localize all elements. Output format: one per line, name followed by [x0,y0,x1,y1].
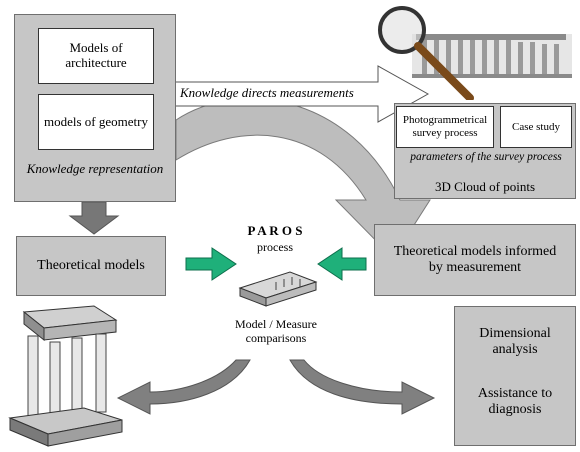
knowledge-representation-caption: Knowledge representation [26,161,164,176]
outputs-box [454,306,576,446]
models-geometry-label: models of geometry [44,113,148,129]
green-arrow-right [185,247,237,281]
magnifying-glass-icon [378,6,426,54]
theoretical-models-box: Theoretical models [16,236,166,296]
survey-parameters-caption: parameters of the survey process [410,151,562,163]
photogrammetrical-box: Photogrammetrical survey process [396,106,494,148]
green-arrow-left [317,247,367,281]
photogrammetrical-label: Photogrammetrical survey process [402,114,488,139]
down-arrow-theoretical [68,201,120,235]
case-study-label: Case study [512,120,560,133]
theoretical-models-label: Theoretical models [37,257,145,273]
model-measure-comparisons: Model / Measure comparisons [235,317,317,345]
curved-arrow-right [289,359,436,415]
curved-arrow-left [116,359,251,415]
paros-title: P A R O S [247,223,303,238]
temple-survey-illustration [378,6,572,100]
case-study-box: Case study [500,106,572,148]
cloud-points-label: 3D Cloud of points [434,179,536,194]
theoretical-informed-label: Theoretical models informed by measureme… [393,243,557,275]
models-geometry-box: models of geometry [38,94,154,150]
building-model-icon [238,271,318,307]
dimensional-analysis-label: Dimensional analysis [479,326,551,358]
paros-subtitle: process [257,240,293,254]
models-architecture-box: Models of architecture [38,28,154,84]
knowledge-directs-label: Knowledge directs measurements [180,85,354,100]
temple-model-illustration [8,305,123,447]
theoretical-informed-box: Theoretical models informed by measureme… [374,224,576,296]
models-architecture-label: Models of architecture [65,40,127,70]
assistance-diagnosis-label: Assistance to diagnosis [477,386,553,418]
